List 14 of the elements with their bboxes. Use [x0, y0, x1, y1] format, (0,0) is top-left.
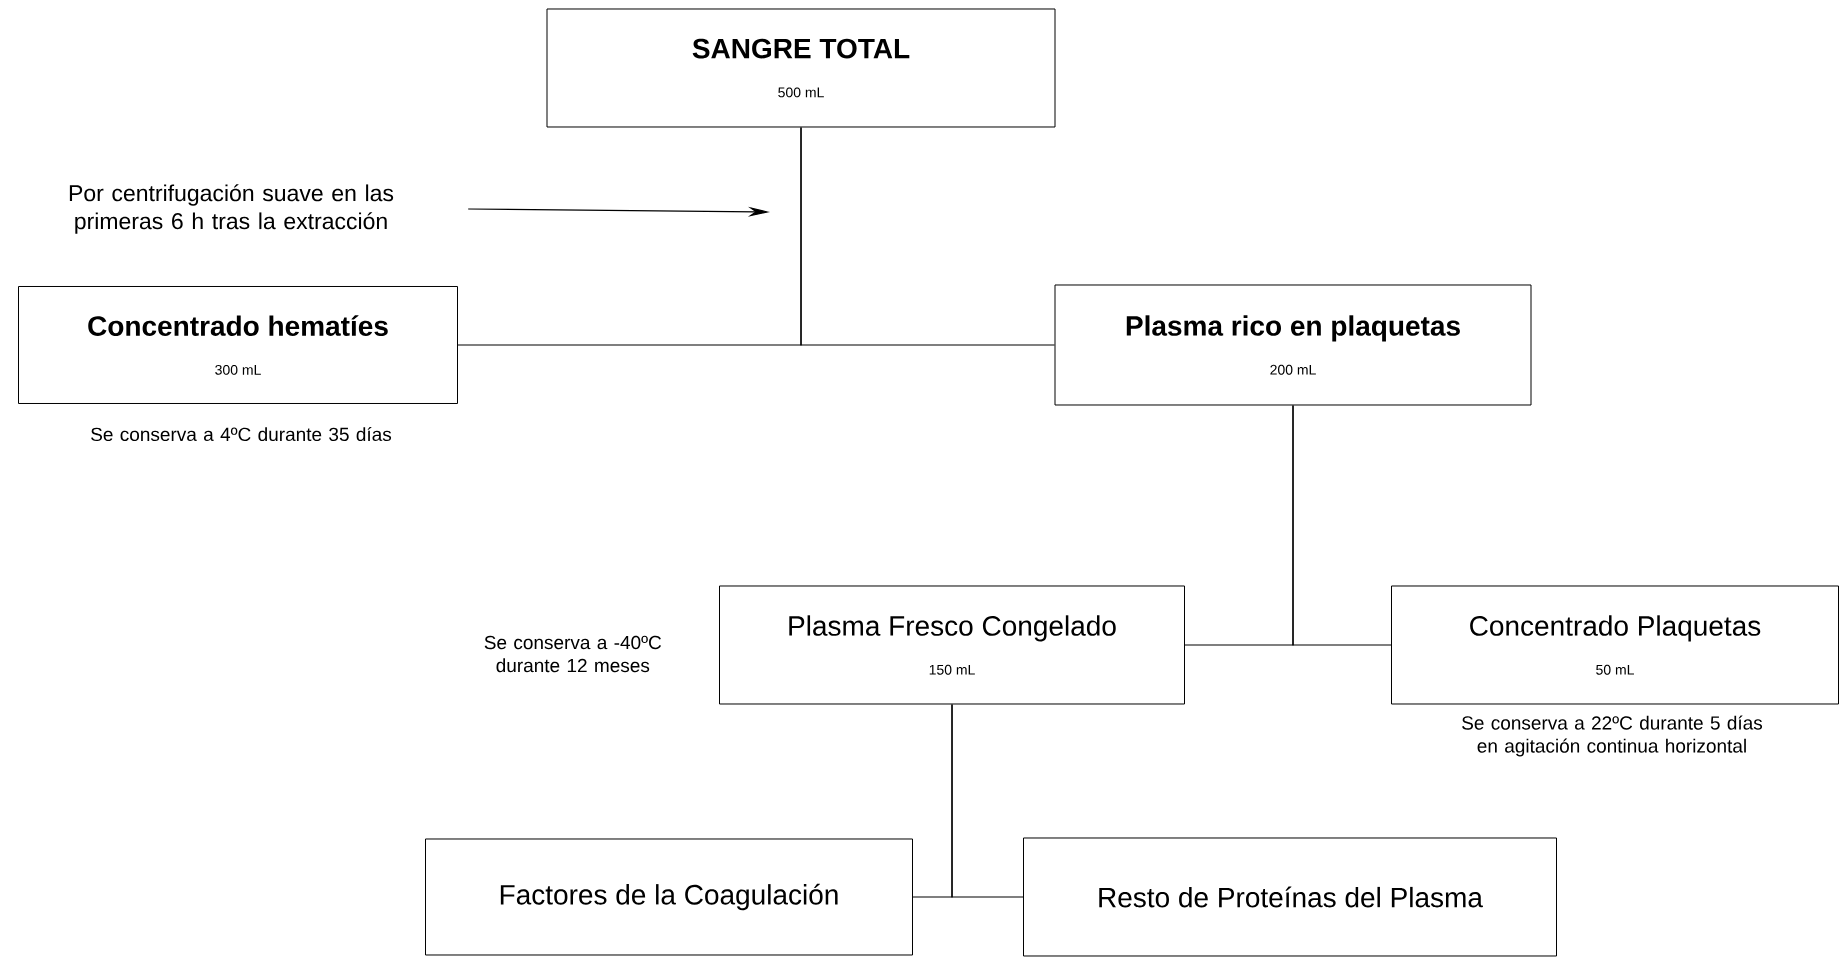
process-box: Resto de Proteínas del Plasma: [1023, 837, 1557, 957]
instruction-text: Por centrifugación suave en las primeras 6 h tras la extracción: [69, 184, 394, 234]
storage-note: Se conserva a -40ºC durante 12 meses: [484, 635, 662, 673]
storage-note: Se conserva a 22ºC durante 5 días en agitación continua horizontal: [1462, 715, 1763, 757]
process-box: Concentrado hematíes 300 mL: [18, 286, 458, 404]
connector-line: [951, 703, 1024, 898]
process-box: Factores de la Coagulación: [425, 838, 913, 956]
process-box: Concentrado Plaquetas 50 mL: [1391, 585, 1839, 705]
connector-line: [1292, 404, 1392, 646]
connector-line: [800, 126, 1056, 346]
process-box: Plasma rico en plaquetas 200 mL: [1054, 284, 1532, 406]
process-box: SANGRE TOTAL 500 mL: [546, 8, 1056, 128]
storage-note: Se conserva a 4ºC durante 35 días: [91, 426, 392, 442]
process-box: Plasma Fresco Congelado 150 mL: [719, 585, 1185, 705]
